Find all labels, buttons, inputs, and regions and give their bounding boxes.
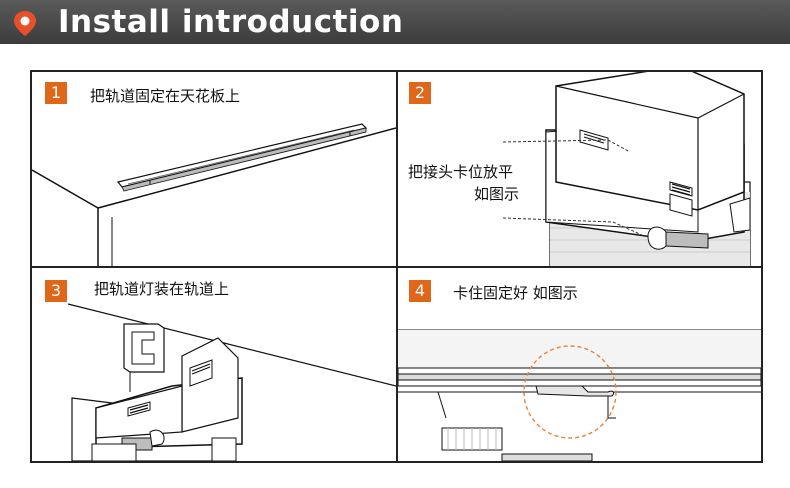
step-caption: 卡住固定好 如图示 bbox=[453, 282, 578, 303]
step-caption-line-2: 如图示 bbox=[474, 183, 519, 204]
step-number-badge: 3 bbox=[45, 280, 67, 302]
step-3-panel: 3 把轨道灯装在轨道上 bbox=[32, 268, 396, 461]
panel-divider-horizontal bbox=[32, 266, 761, 268]
step-number-badge: 1 bbox=[45, 82, 67, 104]
step-2-panel: 2 把接头卡位放平 如图示 bbox=[398, 72, 761, 266]
step-number-badge: 4 bbox=[409, 280, 431, 302]
step-4-panel: 4 卡住固定好 如图示 bbox=[398, 268, 761, 461]
step-number-badge: 2 bbox=[409, 82, 431, 104]
step-caption: 把轨道灯装在轨道上 bbox=[94, 278, 229, 299]
step-1-panel: 1 把轨道固定在天花板上 bbox=[32, 72, 396, 266]
step-caption: 把轨道固定在天花板上 bbox=[90, 85, 240, 106]
header-bar: Install introduction bbox=[0, 0, 790, 44]
step-caption-line-1: 把接头卡位放平 bbox=[408, 161, 513, 182]
page-title: Install introduction bbox=[58, 2, 403, 42]
location-pin-icon bbox=[12, 9, 38, 37]
